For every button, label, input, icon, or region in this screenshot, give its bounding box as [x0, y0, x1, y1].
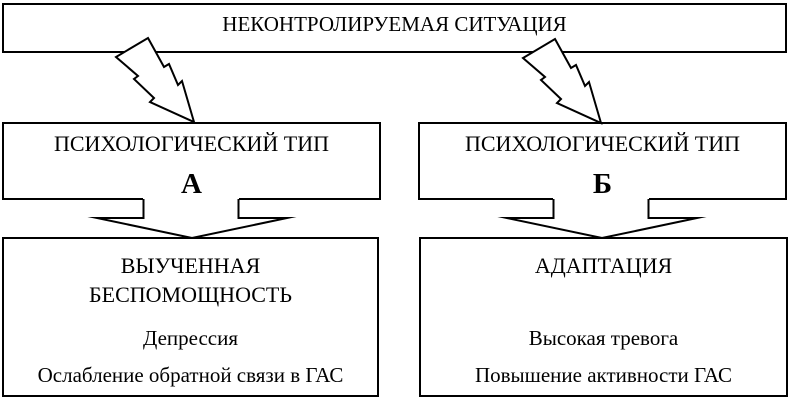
psych-type-b-box: ПСИХОЛОГИЧЕСКИЙ ТИП Б — [418, 122, 787, 200]
down-arrow-a-icon — [87, 199, 297, 240]
uncontrollable-situation-label: НЕКОНТРОЛИРУЕМАЯ СИТУАЦИЯ — [222, 12, 567, 36]
depression-label: Депрессия — [142, 326, 239, 350]
psych-type-a-box: ПСИХОЛОГИЧЕСКИЙ ТИП А — [2, 122, 381, 200]
learned-helplessness-title-line2: БЕСПОМОЩНОСТЬ — [89, 282, 292, 307]
uncontrollable-situation-box: НЕКОНТРОЛИРУЕМАЯ СИТУАЦИЯ — [2, 3, 787, 53]
psych-type-b-label: ПСИХОЛОГИЧЕСКИЙ ТИП — [465, 131, 740, 156]
gas-activity-increase-label: Повышение активности ГАС — [474, 363, 733, 387]
learned-helplessness-box: ВЫУЧЕННАЯ БЕСПОМОЩНОСТЬ Депрессия Ослабл… — [2, 237, 379, 397]
type-a-letter: А — [181, 168, 202, 200]
gas-feedback-weakening-label: Ослабление обратной связи в ГАС — [37, 363, 344, 387]
high-anxiety-label: Высокая тревога — [528, 326, 679, 350]
type-b-letter: Б — [592, 168, 613, 200]
down-arrow-b-icon — [497, 199, 707, 240]
adaptation-title: АДАПТАЦИЯ — [534, 253, 673, 278]
learned-helplessness-title-line1: ВЫУЧЕННАЯ — [120, 253, 261, 278]
psych-type-a-label: ПСИХОЛОГИЧЕСКИЙ ТИП — [54, 131, 329, 156]
adaptation-box: АДАПТАЦИЯ Высокая тревога Повышение акти… — [419, 237, 788, 397]
